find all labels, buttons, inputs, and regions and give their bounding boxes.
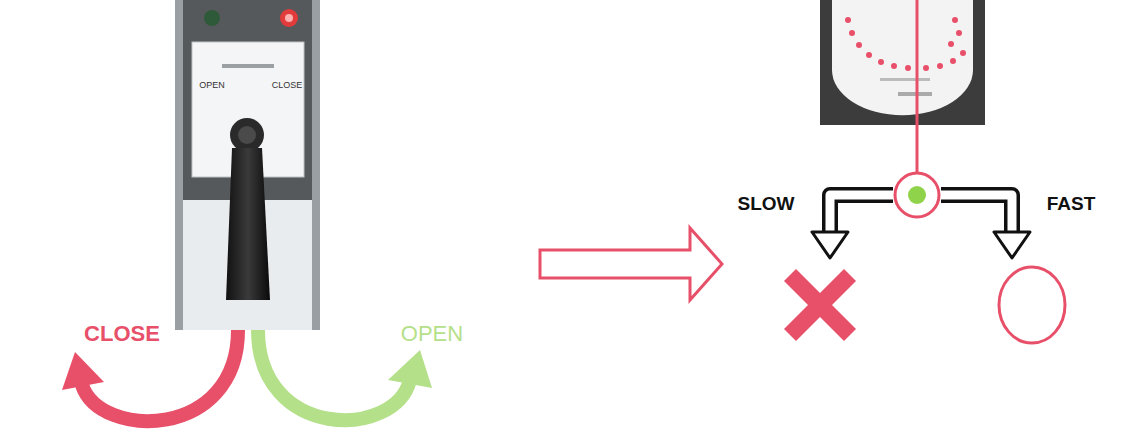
switch-panel xyxy=(175,0,320,330)
circle-mark xyxy=(999,267,1065,343)
switch-direction-label: OPEN xyxy=(401,323,463,345)
switch-direction-label: CLOSE xyxy=(84,323,160,345)
open-arrowhead xyxy=(388,350,432,388)
synchroscope-dial xyxy=(820,0,985,125)
fast-arrowhead xyxy=(994,232,1030,258)
slow-arrow-fill xyxy=(830,195,896,234)
flow-arrow xyxy=(540,228,722,300)
plate-label: OPEN xyxy=(199,81,225,90)
pointer-ring xyxy=(895,173,939,217)
speed-label: SLOW xyxy=(738,194,795,213)
cross-mark xyxy=(790,275,850,335)
fast-arrow-fill xyxy=(938,195,1012,234)
close-arrowhead xyxy=(62,352,104,390)
slow-arrowhead xyxy=(812,232,848,258)
open-arrow xyxy=(258,330,410,420)
pointer-dot xyxy=(908,186,926,204)
speed-label: FAST xyxy=(1047,194,1096,213)
slow-arrow xyxy=(830,195,893,232)
plate-label: CLOSE xyxy=(272,81,303,90)
fast-arrow xyxy=(941,195,1012,232)
pointer-line xyxy=(916,0,919,173)
